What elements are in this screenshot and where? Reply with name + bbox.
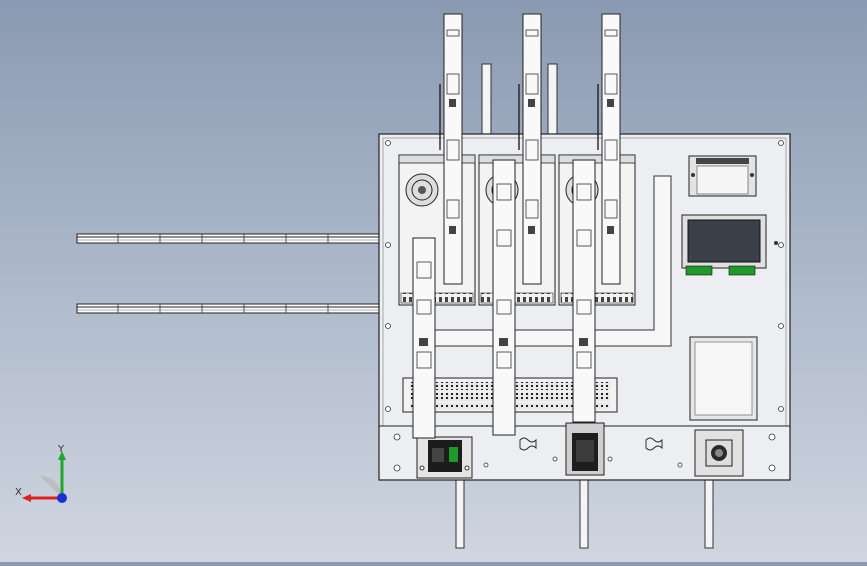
- axis-y-label: Y: [57, 444, 65, 455]
- ac-inlet: [416, 436, 473, 479]
- left-rail-upper: [76, 233, 381, 244]
- vertical-strip-low-1: [412, 237, 436, 439]
- controller-module: [688, 155, 757, 197]
- vertical-strip-low-3: [572, 159, 596, 423]
- vertical-strip-low-2: [492, 159, 516, 436]
- bottom-legs: [455, 479, 714, 549]
- power-supply-3: [558, 154, 636, 306]
- cable-cutouts: [519, 437, 663, 451]
- axis-x-label: X: [15, 487, 22, 498]
- center-connector: [565, 422, 605, 476]
- vertical-strip-top-1: [439, 13, 463, 285]
- axis-triad: Y X: [15, 444, 67, 503]
- vertical-strip-top-3: [597, 13, 621, 285]
- cover-plate: [689, 336, 758, 421]
- round-connector: [694, 429, 744, 477]
- vertical-strip-top-2: [518, 13, 542, 285]
- left-rail-lower: [76, 303, 381, 314]
- power-supply-2: [478, 154, 556, 306]
- display-module: [681, 214, 778, 276]
- power-supply-1: [398, 154, 476, 306]
